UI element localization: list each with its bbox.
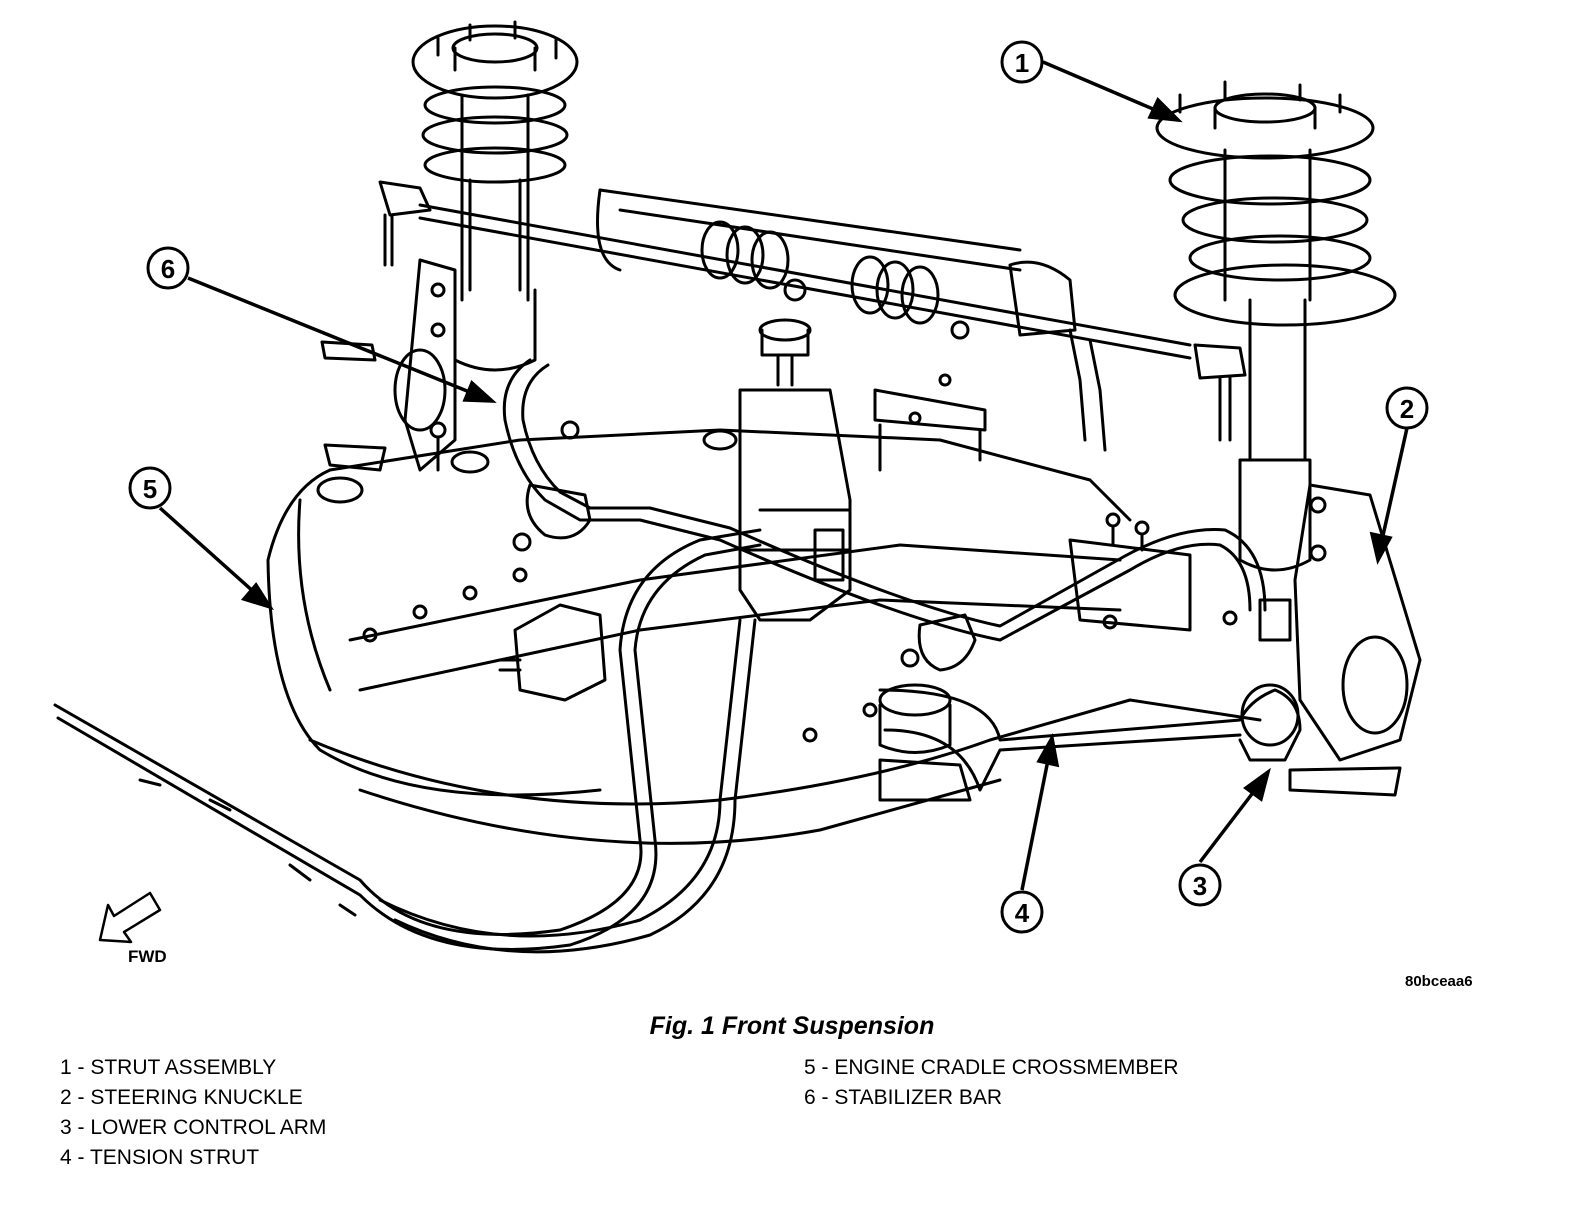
callout-arrow-2 <box>1369 427 1409 565</box>
callout-arrow-3 <box>1198 767 1271 864</box>
legend-item: 4 - TENSION STRUT <box>60 1146 260 1169</box>
tension-strut <box>53 528 762 954</box>
callout-arrow-4 <box>1020 732 1060 891</box>
callout-number-6: 6 <box>161 254 175 284</box>
power-steering-reservoir <box>738 318 852 622</box>
callout-circle-2 <box>1385 386 1429 430</box>
fwd-arrow-icon <box>98 891 162 944</box>
legend-item: 6 - STABILIZER BAR <box>804 1086 1002 1109</box>
illustration-code: 80bceaa6 <box>1405 973 1473 990</box>
legend-item: 5 - ENGINE CRADLE CROSSMEMBER <box>804 1056 1179 1079</box>
callout-circle-6 <box>146 246 190 290</box>
right-strut-assembly <box>1155 80 1397 572</box>
callout-number-2: 2 <box>1400 394 1414 424</box>
callout-circle-4 <box>1000 890 1044 934</box>
callout-arrow-6 <box>187 276 497 403</box>
lower-control-arm <box>878 683 1302 802</box>
right-steering-knuckle <box>1193 343 1422 797</box>
callout-circle-3 <box>1178 863 1222 907</box>
legend-item: 3 - LOWER CONTROL ARM <box>60 1116 327 1139</box>
steering-gear <box>418 188 1192 452</box>
figure-caption: Fig. 1 Front Suspension <box>649 1012 935 1040</box>
fwd-label: FWD <box>128 947 167 966</box>
legend-right-column: 5 - ENGINE CRADLE CROSSMEMBER 6 - STABIL… <box>804 1053 1179 1113</box>
callout-number-4: 4 <box>1015 898 1030 928</box>
callout-arrow-5 <box>158 506 275 611</box>
legend-left-column: 1 - STRUT ASSEMBLY 2 - STEERING KNUCKLE … <box>60 1053 326 1173</box>
legend-item: 2 - STEERING KNUCKLE <box>60 1086 303 1109</box>
callout-number-3: 3 <box>1193 871 1207 901</box>
legend-item: 1 - STRUT ASSEMBLY <box>60 1056 277 1079</box>
front-suspension-diagram: 1 2 3 4 5 6 FWD 80bceaa6 <box>53 20 1473 990</box>
fasteners <box>429 373 1238 630</box>
callout-circle-1 <box>1000 40 1044 84</box>
callout-number-5: 5 <box>143 474 157 504</box>
left-strut-assembly <box>411 20 579 372</box>
stabilizer-bar <box>502 358 1292 672</box>
callout-number-1: 1 <box>1015 48 1029 78</box>
callout-circle-5 <box>128 466 172 510</box>
left-steering-knuckle <box>320 180 457 472</box>
callout-arrow-1 <box>1042 60 1183 123</box>
